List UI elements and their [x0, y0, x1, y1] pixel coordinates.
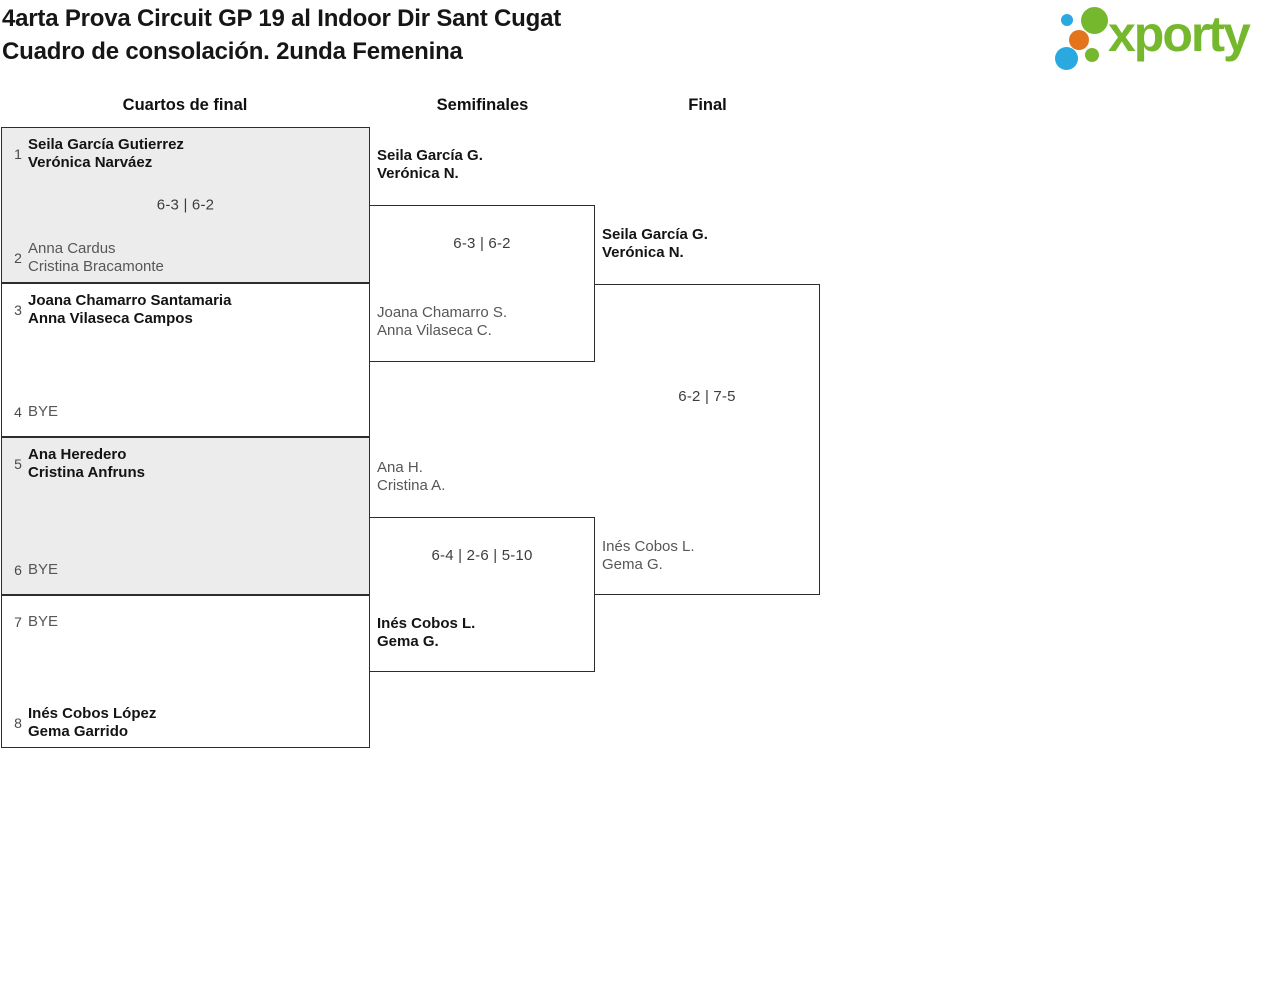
qf4-seed-bottom: 8: [14, 715, 22, 731]
qf4-seed-top: 7: [14, 614, 22, 630]
team-line: Gema G.: [602, 556, 663, 573]
team-line: Verónica N.: [602, 244, 684, 261]
sf2-team-bottom: Inés Cobos L. Gema G.: [377, 615, 475, 651]
match-box-qf4: 7 BYE 8 Inés Cobos López Gema Garrido: [1, 595, 370, 748]
team-line: Inés Cobos L.: [377, 615, 476, 632]
logo-dot-blue-large-icon: [1055, 47, 1078, 70]
page-title: 4arta Prova Circuit GP 19 al Indoor Dir …: [2, 2, 561, 68]
team-line: Joana Chamarro S.: [377, 304, 508, 321]
qf3-slot-top: 5 Ana Heredero Cristina Anfruns: [2, 446, 369, 482]
qf4-team-bottom: Inés Cobos López Gema Garrido: [28, 705, 156, 741]
team-line: BYE: [28, 613, 59, 630]
qf3-team-bottom: BYE: [28, 552, 58, 588]
sf1-team-bottom: Joana Chamarro S. Anna Vilaseca C.: [377, 304, 507, 340]
team-line: Ana Heredero: [28, 446, 127, 463]
round-header-cuartos: Cuartos de final: [122, 96, 248, 114]
qf3-seed-top: 5: [14, 456, 22, 472]
final-team-bottom: Inés Cobos L. Gema G.: [602, 538, 695, 574]
qf4-team-top: BYE: [28, 604, 58, 640]
qf4-slot-top: 7 BYE: [2, 604, 369, 640]
final-score: 6-2 | 7-5: [678, 388, 736, 405]
team-line: Gema G.: [377, 633, 439, 650]
qf3-seed-bottom: 6: [14, 562, 22, 578]
qf2-slot-top: 3 Joana Chamarro Santamaria Anna Vilasec…: [2, 292, 369, 328]
team-line: BYE: [28, 403, 59, 420]
logo-wordmark: xporty: [1108, 6, 1251, 62]
qf1-team-top: Seila García Gutierrez Verónica Narváez: [28, 136, 184, 172]
qf2-team-top: Joana Chamarro Santamaria Anna Vilaseca …: [28, 292, 231, 328]
qf1-seed-bottom: 2: [14, 250, 22, 266]
sf2-team-top: Ana H. Cristina A.: [377, 459, 445, 495]
team-line: Anna Vilaseca C.: [377, 322, 492, 339]
team-line: Cristina Bracamonte: [28, 258, 164, 275]
qf3-slot-bottom: 6 BYE: [2, 552, 369, 588]
logo-dot-green-small-icon: [1085, 48, 1099, 62]
match-box-qf1: 1 Seila García Gutierrez Verónica Narváe…: [1, 127, 370, 283]
team-line: Inés Cobos López: [28, 705, 157, 722]
qf4-slot-bottom: 8 Inés Cobos López Gema Garrido: [2, 705, 369, 741]
qf2-slot-bottom: 4 BYE: [2, 394, 369, 430]
round-header-final: Final: [688, 96, 727, 114]
round-header-semifinales: Semifinales: [436, 96, 529, 114]
match-box-final: 6-2 | 7-5: [595, 284, 820, 595]
qf1-slot-bottom: 2 Anna Cardus Cristina Bracamonte: [2, 240, 369, 276]
qf3-team-top: Ana Heredero Cristina Anfruns: [28, 446, 145, 482]
xporty-logo[interactable]: xporty: [1046, 2, 1280, 74]
team-line: Joana Chamarro Santamaria: [28, 292, 232, 309]
team-line: Anna Cardus: [28, 240, 116, 257]
logo-dot-green-large-icon: [1081, 7, 1108, 34]
qf1-slot-top: 1 Seila García Gutierrez Verónica Narváe…: [2, 136, 369, 172]
qf2-team-bottom: BYE: [28, 394, 58, 430]
logo-dot-blue-small-icon: [1061, 14, 1073, 26]
title-line-2: Cuadro de consolación. 2unda Femenina: [2, 38, 463, 65]
sf2-score: 6-4 | 2-6 | 5-10: [431, 547, 533, 564]
team-line: Seila García Gutierrez: [28, 136, 184, 153]
qf1-score: 6-3 | 6-2: [156, 196, 215, 214]
team-line: Inés Cobos L.: [602, 538, 695, 555]
team-line: Cristina Anfruns: [28, 464, 145, 481]
qf1-seed-top: 1: [14, 146, 22, 162]
final-team-top: Seila García G. Verónica N.: [602, 226, 708, 262]
match-box-sf2: 6-4 | 2-6 | 5-10: [370, 517, 595, 672]
team-line: Verónica N.: [377, 165, 459, 182]
team-line: Verónica Narváez: [28, 154, 153, 171]
team-line: Cristina A.: [377, 477, 446, 494]
match-box-sf1: 6-3 | 6-2: [370, 205, 595, 362]
qf2-seed-bottom: 4: [14, 404, 22, 420]
team-line: Anna Vilaseca Campos: [28, 310, 193, 327]
sf1-team-top: Seila García G. Verónica N.: [377, 147, 483, 183]
match-box-qf2: 3 Joana Chamarro Santamaria Anna Vilasec…: [1, 283, 370, 437]
qf2-seed-top: 3: [14, 302, 22, 318]
title-line-1: 4arta Prova Circuit GP 19 al Indoor Dir …: [2, 5, 562, 32]
team-line: BYE: [28, 561, 59, 578]
match-box-qf3: 5 Ana Heredero Cristina Anfruns 6 BYE: [1, 437, 370, 595]
logo-dot-orange-icon: [1069, 30, 1089, 50]
team-line: Seila García G.: [602, 226, 708, 243]
team-line: Ana H.: [377, 459, 423, 476]
team-line: Gema Garrido: [28, 723, 129, 740]
sf1-score: 6-3 | 6-2: [453, 235, 511, 252]
qf1-team-bottom: Anna Cardus Cristina Bracamonte: [28, 240, 164, 276]
team-line: Seila García G.: [377, 147, 483, 164]
